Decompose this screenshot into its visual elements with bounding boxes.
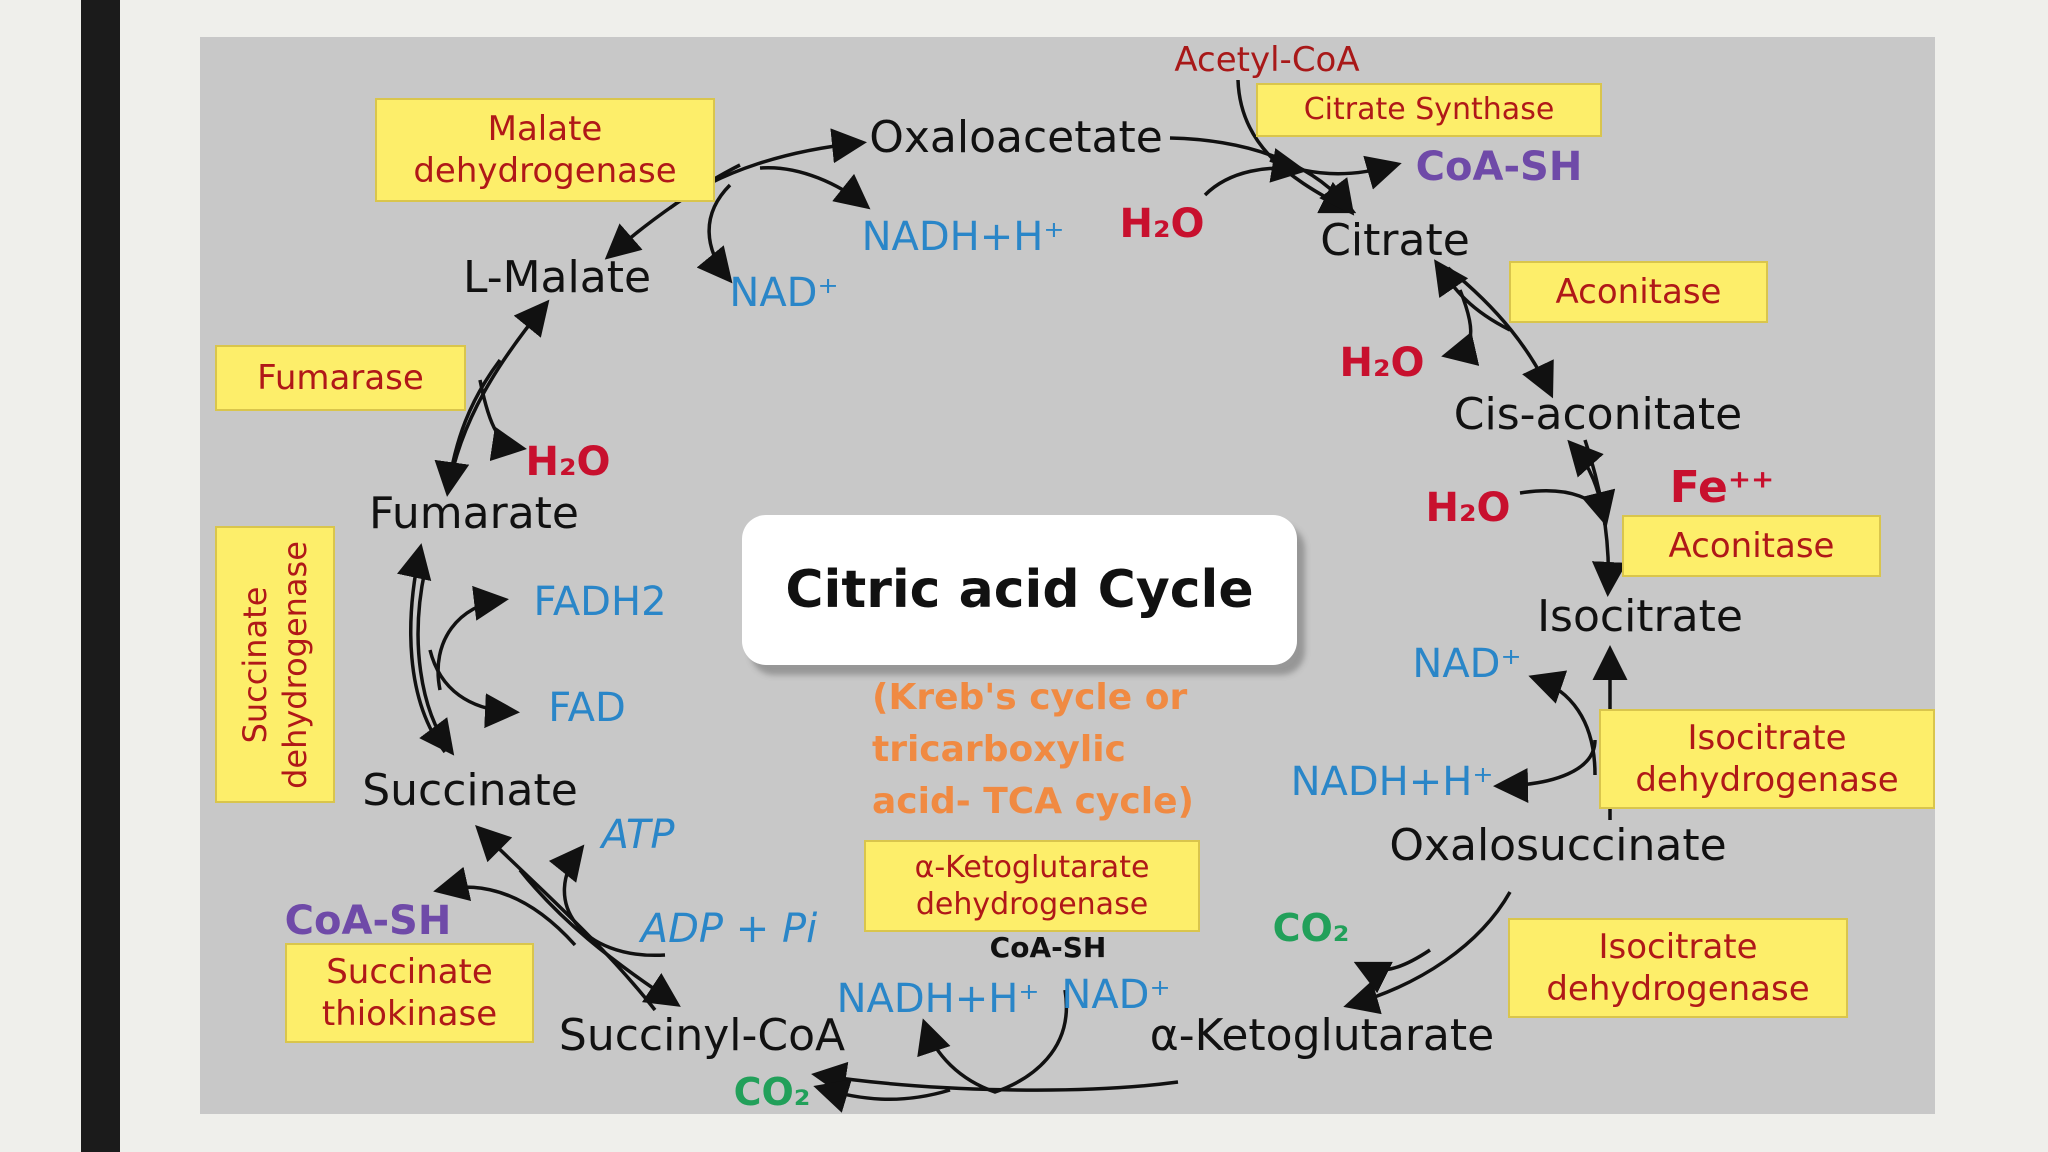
metabolite-acetyl-coa: Acetyl-CoA bbox=[1174, 40, 1360, 80]
metabolite-succinyl-coa: Succinyl-CoA bbox=[558, 1010, 846, 1061]
cofactor-adp-pi: ADP + Pi bbox=[640, 906, 818, 952]
metabolite-cis-aconitate: Cis-aconitate bbox=[1453, 389, 1743, 440]
title-card: Citric acid Cycle bbox=[742, 515, 1297, 665]
cofactor-nadh-top: NADH+H⁺ bbox=[861, 214, 1065, 260]
enzyme-aconitase-2: Aconitase bbox=[1622, 515, 1881, 577]
cofactor-fe: Fe⁺⁺ bbox=[1669, 462, 1775, 513]
metabolite-oxaloacetate: Oxaloacetate bbox=[869, 112, 1163, 163]
metabolite-fumarate: Fumarate bbox=[369, 488, 579, 539]
cofactor-coa-sh-akg: CoA-SH bbox=[989, 931, 1107, 964]
cofactor-h2o-aconitase: H₂O bbox=[1339, 340, 1425, 386]
enzyme-succinate-thiokinase: Succinate thiokinase bbox=[285, 943, 534, 1043]
cofactor-nadh-akg: NADH+H⁺ bbox=[836, 976, 1040, 1022]
enzyme-aconitase-1: Aconitase bbox=[1509, 261, 1768, 323]
cofactor-nad-akg: NAD⁺ bbox=[1061, 972, 1171, 1018]
metabolite-isocitrate: Isocitrate bbox=[1537, 591, 1743, 642]
cofactor-co2-bottom: CO₂ bbox=[733, 1070, 811, 1114]
cofactor-coa-sh-top: CoA-SH bbox=[1415, 144, 1583, 190]
enzyme-isocitrate-dehydrogenase-1: Isocitrate dehydrogenase bbox=[1599, 709, 1935, 809]
cofactor-coa-sh-left: CoA-SH bbox=[284, 898, 452, 944]
metabolite-oxalosuccinate: Oxalosuccinate bbox=[1389, 820, 1727, 871]
cofactor-nad-isocitrate: NAD⁺ bbox=[1412, 641, 1522, 687]
metabolite-citrate: Citrate bbox=[1320, 215, 1470, 266]
cofactor-fad: FAD bbox=[548, 685, 626, 731]
left-accent-bar bbox=[81, 0, 120, 1152]
cofactor-fadh2: FADH2 bbox=[533, 579, 667, 625]
enzyme-fumarase: Fumarase bbox=[215, 345, 466, 411]
cofactor-h2o-citrate: H₂O bbox=[1119, 201, 1205, 247]
enzyme-citrate-synthase: Citrate Synthase bbox=[1256, 83, 1602, 137]
enzyme-alpha-ketoglutarate-dehydrogenase: α-Ketoglutarate dehydrogenase bbox=[864, 840, 1200, 932]
cofactor-h2o-fumarase: H₂O bbox=[525, 439, 611, 485]
cofactor-nadh-isocitrate: NADH+H⁺ bbox=[1290, 759, 1494, 805]
metabolite-alpha-ketoglutarate: α-Ketoglutarate bbox=[1149, 1010, 1495, 1061]
metabolite-succinate: Succinate bbox=[362, 765, 578, 816]
cofactor-h2o-isocitrate: H₂O bbox=[1425, 485, 1511, 531]
cofactor-nad-top: NAD⁺ bbox=[729, 270, 839, 316]
metabolite-l-malate: L-Malate bbox=[462, 252, 652, 303]
enzyme-isocitrate-dehydrogenase-2: Isocitrate dehydrogenase bbox=[1508, 918, 1848, 1018]
diagram-subtitle: (Kreb's cycle or tricarboxylic acid- TCA… bbox=[872, 677, 1194, 822]
cofactor-co2-oxalosuccinate: CO₂ bbox=[1272, 906, 1350, 950]
enzyme-malate-dehydrogenase: Malate dehydrogenase bbox=[375, 98, 715, 202]
diagram-title: Citric acid Cycle bbox=[785, 560, 1254, 620]
enzyme-succinate-dehydrogenase: Succinate dehydrogenase bbox=[215, 526, 335, 803]
cofactor-atp: ATP bbox=[601, 812, 675, 858]
